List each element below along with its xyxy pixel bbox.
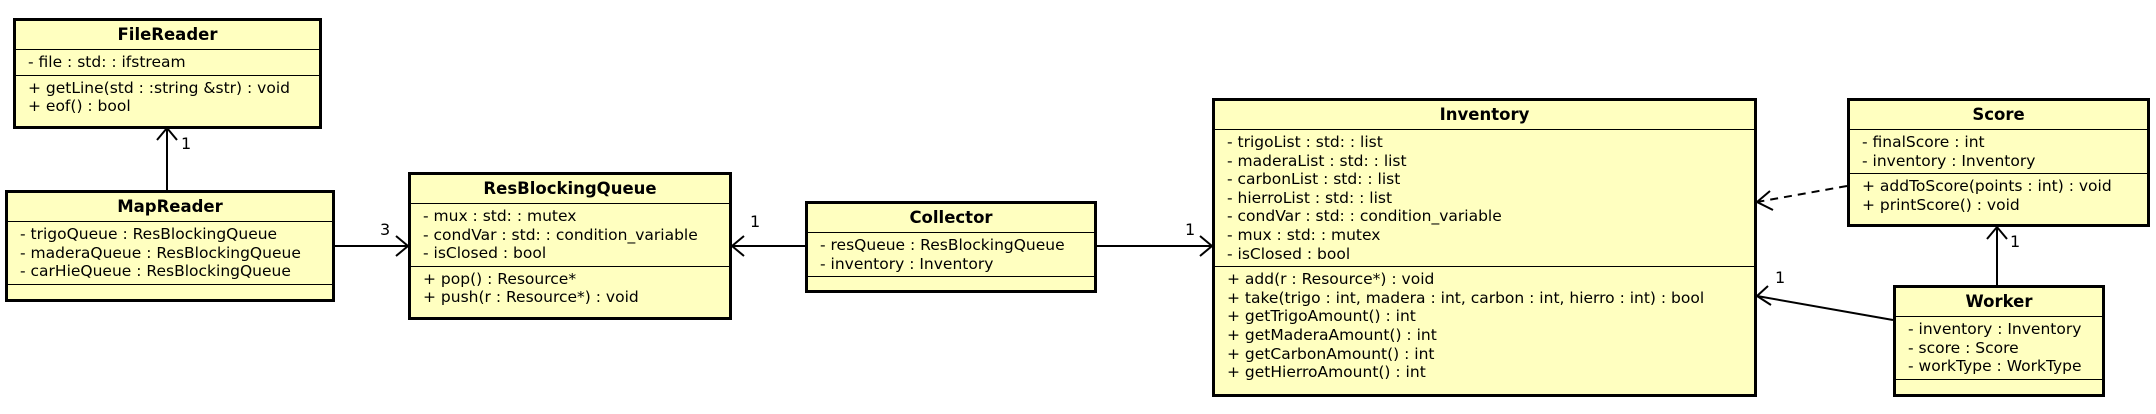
attribute: - finalScore : int bbox=[1862, 133, 1985, 151]
class-name: ResBlockingQueue bbox=[411, 175, 729, 204]
attributes-section: - inventory : Inventory - score : Score … bbox=[1896, 317, 2102, 380]
class-name: FileReader bbox=[16, 21, 319, 50]
attribute: - trigoList : std: : list bbox=[1227, 133, 1383, 151]
operations-section bbox=[8, 285, 332, 300]
attribute: - isClosed : bool bbox=[1227, 244, 1351, 263]
operation: + eof() : bool bbox=[28, 97, 131, 116]
multiplicity-worker-inventory: 1 bbox=[1775, 268, 1786, 287]
attribute: - condVar : std: : condition_variable bbox=[423, 225, 698, 244]
operations-section: + addToScore(points : int) : void + prin… bbox=[1850, 174, 2147, 217]
attributes-section: - resQueue : ResBlockingQueue - inventor… bbox=[808, 233, 1094, 278]
attribute: - hierroList : std: : list bbox=[1227, 188, 1393, 207]
attribute: - workType : WorkType bbox=[1908, 357, 2082, 376]
arrowhead-open-inventory-right bbox=[1755, 285, 1772, 306]
attribute: - resQueue : ResBlockingQueue bbox=[820, 236, 1065, 254]
attribute: - carHieQueue : ResBlockingQueue bbox=[20, 262, 291, 281]
operation: + pop() : Resource* bbox=[423, 269, 577, 288]
class-inventory: Inventory - trigoList : std: : list - ma… bbox=[1212, 98, 1757, 397]
class-worker: Worker - inventory : Inventory - score :… bbox=[1893, 285, 2105, 397]
class-collector: Collector - resQueue : ResBlockingQueue … bbox=[805, 201, 1097, 293]
attribute: - inventory : Inventory bbox=[820, 254, 994, 273]
class-filereader: FileReader - file : std: : ifstream + ge… bbox=[13, 18, 322, 129]
attribute: - mux : std: : mutex bbox=[1227, 225, 1381, 244]
attributes-section: - trigoQueue : ResBlockingQueue - madera… bbox=[8, 222, 332, 285]
class-score: Score - finalScore : int - inventory : I… bbox=[1847, 98, 2150, 227]
attribute: - carbonList : std: : list bbox=[1227, 170, 1401, 189]
multiplicity-worker-score: 1 bbox=[2010, 232, 2021, 251]
class-name: MapReader bbox=[8, 193, 332, 222]
class-name: Collector bbox=[808, 204, 1094, 233]
attribute: - maderaQueue : ResBlockingQueue bbox=[20, 243, 301, 262]
class-mapreader: MapReader - trigoQueue : ResBlockingQueu… bbox=[5, 190, 335, 302]
operations-section: + pop() : Resource* + push(r : Resource*… bbox=[411, 267, 729, 310]
arrowhead-open-dependency bbox=[1755, 190, 1774, 211]
attributes-section: - file : std: : ifstream bbox=[16, 50, 319, 76]
operations-section bbox=[1896, 380, 2102, 395]
attributes-section: - finalScore : int - inventory : Invento… bbox=[1850, 130, 2147, 175]
relation-worker-inventory bbox=[1756, 295, 1894, 321]
operation: + getCarbonAmount() : int bbox=[1227, 344, 1435, 363]
dependency-score-inventory bbox=[1756, 185, 1848, 203]
operation: + getTrigoAmount() : int bbox=[1227, 307, 1416, 326]
multiplicity-collector-queue: 1 bbox=[750, 212, 761, 231]
attribute: - isClosed : bool bbox=[423, 244, 547, 263]
operation: + getHierroAmount() : int bbox=[1227, 363, 1426, 382]
operation: + take(trigo : int, madera : int, carbon… bbox=[1227, 288, 1705, 307]
operation: + getLine(std : :string &str) : void bbox=[28, 78, 290, 97]
attribute: - mux : std: : mutex bbox=[423, 207, 577, 225]
multiplicity-mapreader-queue: 3 bbox=[380, 220, 391, 239]
operation: + add(r : Resource*) : void bbox=[1227, 270, 1435, 289]
operations-section: + add(r : Resource*) : void + take(trigo… bbox=[1215, 267, 1754, 385]
attribute: - maderaList : std: : list bbox=[1227, 151, 1407, 170]
attribute: - trigoQueue : ResBlockingQueue bbox=[20, 225, 278, 243]
attributes-section: - trigoList : std: : list - maderaList :… bbox=[1215, 130, 1754, 268]
operations-section: + getLine(std : :string &str) : void + e… bbox=[16, 76, 319, 119]
attribute: - score : Score bbox=[1908, 338, 2019, 357]
operations-section bbox=[808, 277, 1094, 292]
attribute: - inventory : Inventory bbox=[1908, 320, 2082, 338]
class-resblockingqueue: ResBlockingQueue - mux : std: : mutex - … bbox=[408, 172, 732, 320]
class-name: Worker bbox=[1896, 288, 2102, 317]
class-name: Score bbox=[1850, 101, 2147, 130]
arrowhead-open-resblockingqueue-left bbox=[730, 235, 745, 257]
operation: + printScore() : void bbox=[1862, 195, 2020, 214]
operation: + addToScore(points : int) : void bbox=[1862, 177, 2112, 196]
multiplicity-collector-inventory: 1 bbox=[1185, 220, 1196, 239]
attribute: - condVar : std: : condition_variable bbox=[1227, 207, 1502, 226]
attribute: - file : std: : ifstream bbox=[28, 53, 186, 71]
multiplicity-filereader: 1 bbox=[181, 134, 192, 153]
operation: + getMaderaAmount() : int bbox=[1227, 325, 1437, 344]
attributes-section: - mux : std: : mutex - condVar : std: : … bbox=[411, 204, 729, 267]
arrowhead-open-score bbox=[1986, 225, 2008, 240]
attribute: - inventory : Inventory bbox=[1862, 151, 2036, 170]
class-name: Inventory bbox=[1215, 101, 1754, 130]
operation: + push(r : Resource*) : void bbox=[423, 288, 639, 307]
